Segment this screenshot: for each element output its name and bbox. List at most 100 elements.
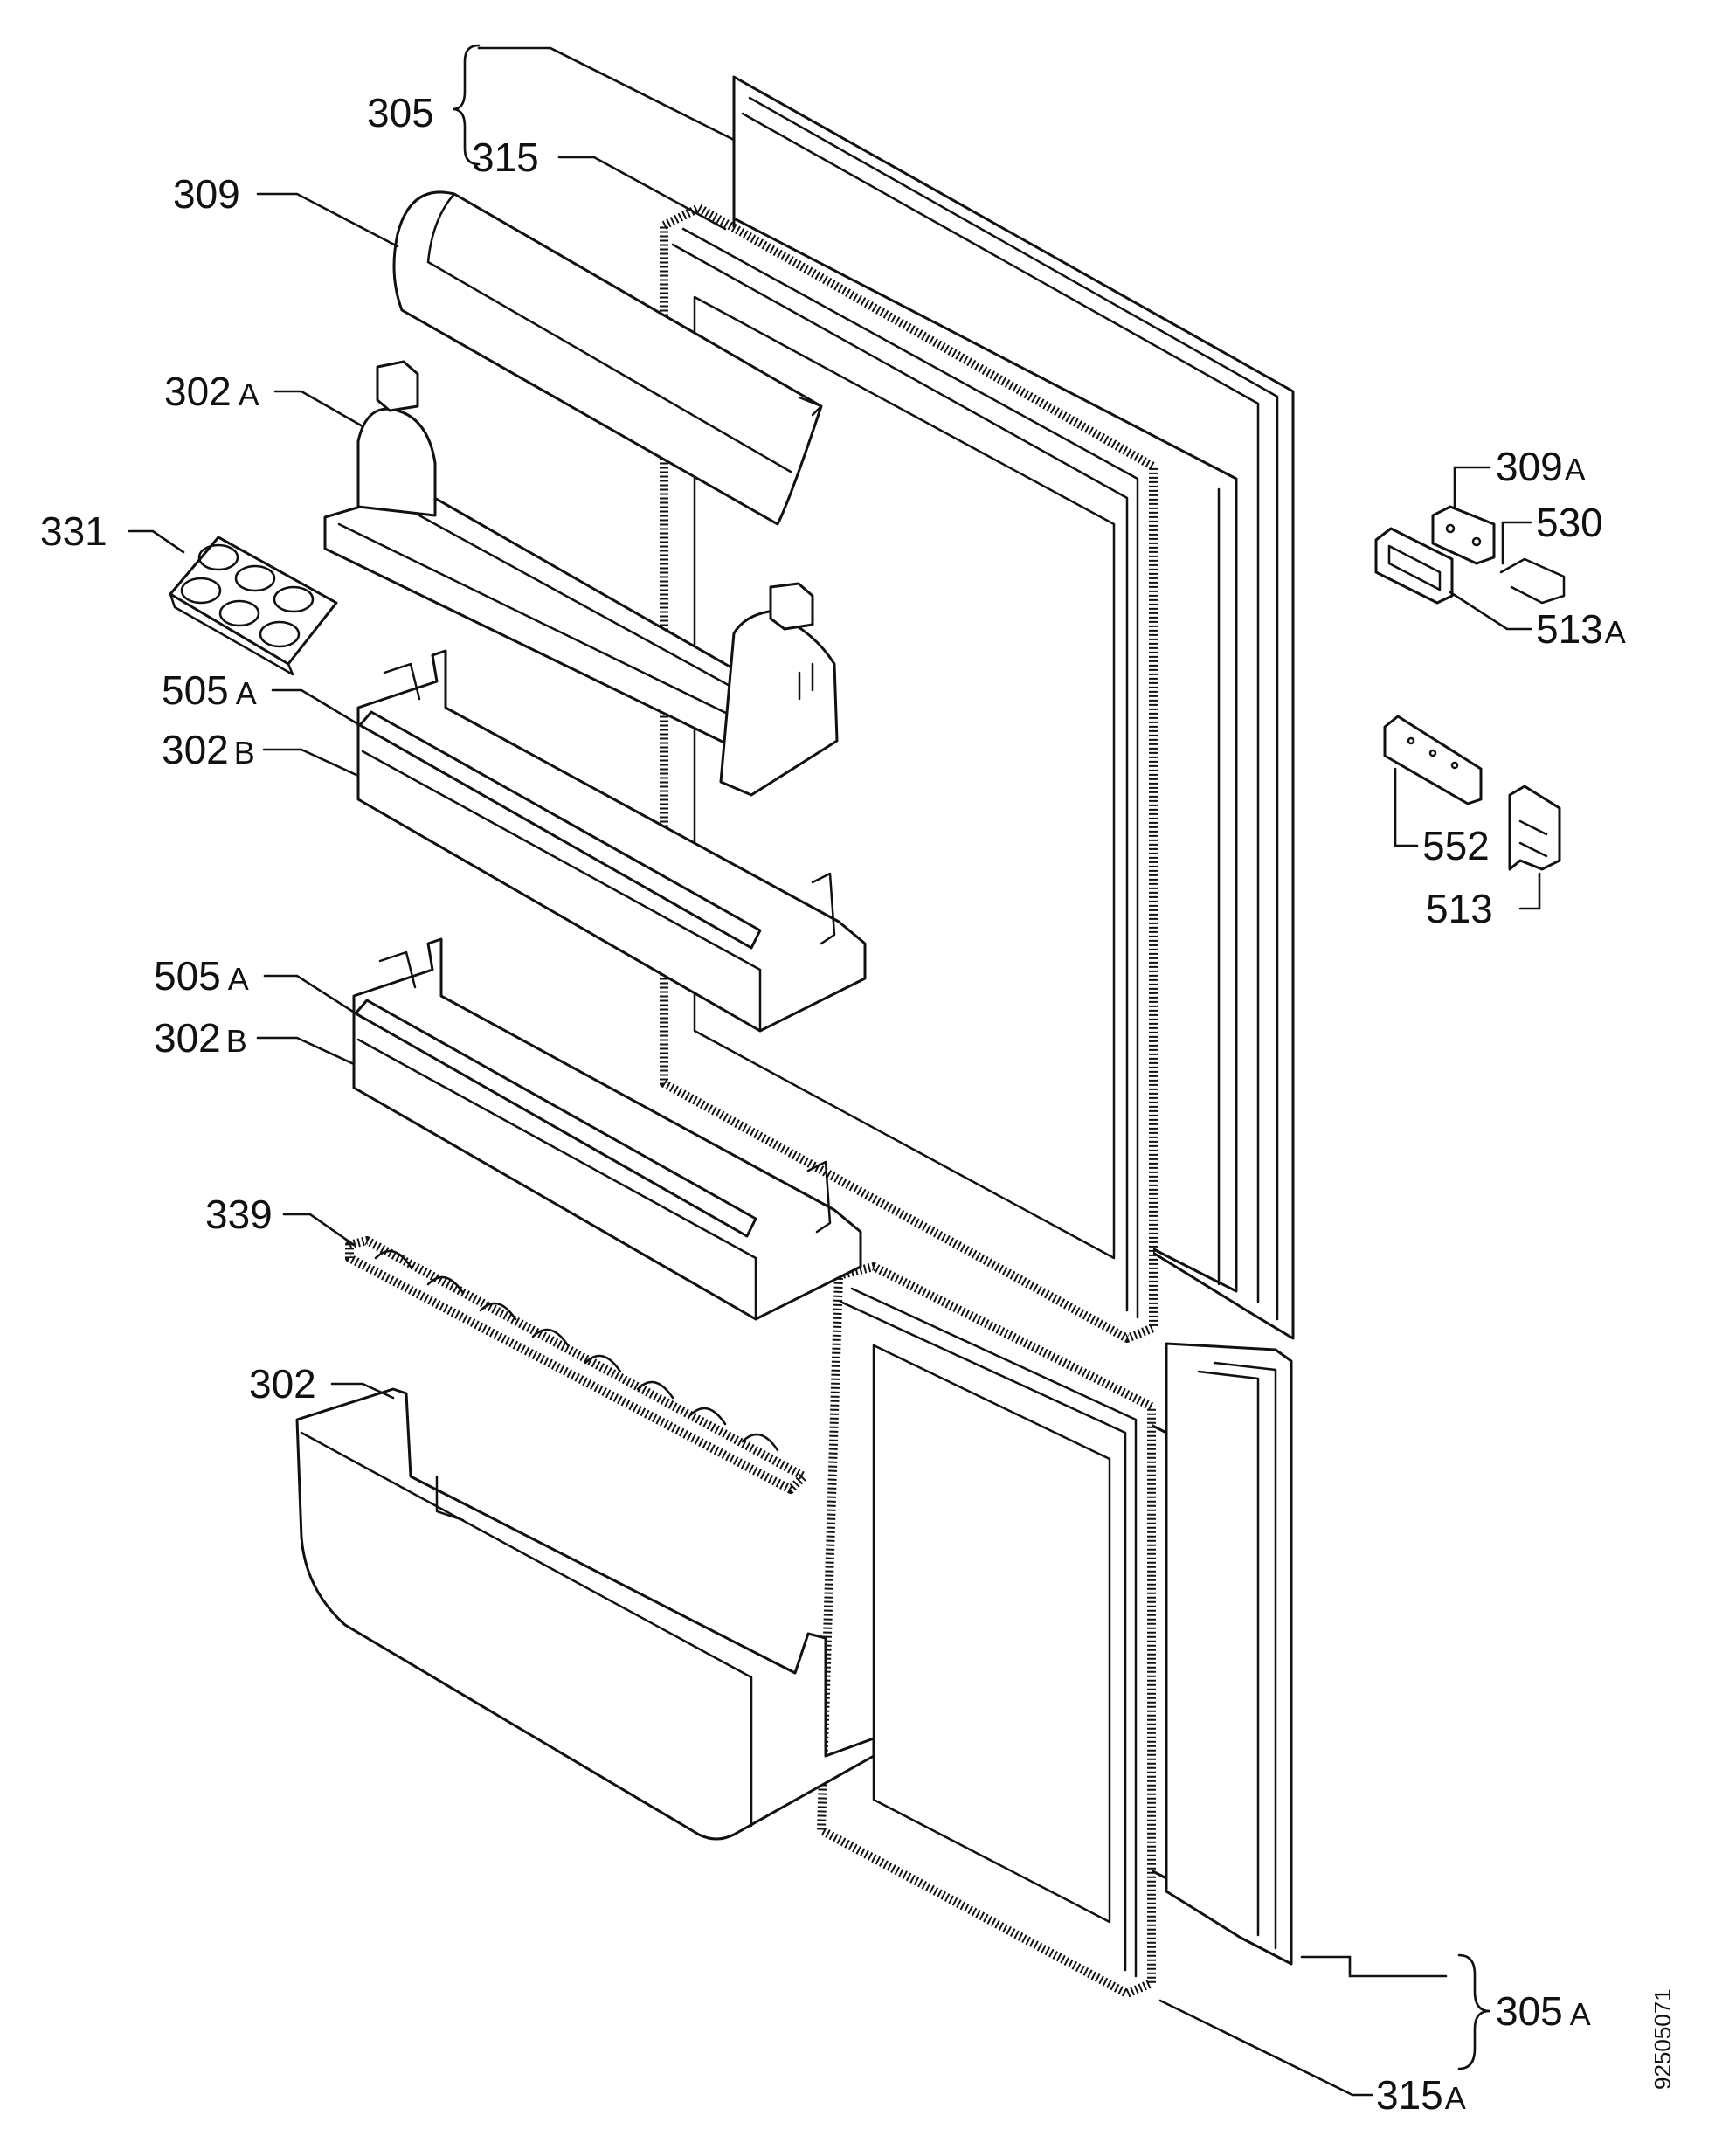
label-513a: 513A <box>1536 606 1626 652</box>
upper-gasket-opening <box>693 295 1116 1260</box>
egg-cup-6 <box>259 620 301 648</box>
leader-302b-lower <box>256 1036 356 1066</box>
label-315a: 315A <box>1376 2072 1466 2118</box>
label-331: 331 <box>40 508 107 554</box>
lower-gasket-opening <box>872 1344 1111 1924</box>
shelf-302b-lower-lines <box>356 950 757 1321</box>
egg-cup-1 <box>197 543 239 571</box>
bottle-rack-strip <box>345 1236 808 1494</box>
label-513: 513 <box>1426 886 1493 931</box>
egg-cup-2 <box>234 564 276 592</box>
hinge-513 <box>1508 785 1561 871</box>
cover-flap-tab <box>798 396 823 417</box>
label-315: 315 <box>472 135 539 180</box>
leader-339 <box>282 1213 356 1247</box>
leader-513 <box>1518 872 1541 910</box>
bottle-bin-inner-wall <box>435 1475 465 1522</box>
hinge-cover-513a-slot <box>1387 544 1442 591</box>
shelf-302b-upper-lines <box>361 662 762 1033</box>
brace-305 <box>452 44 481 166</box>
drawing-code: 92505071 <box>1650 1988 1676 2090</box>
leader-530 <box>1501 521 1532 565</box>
brace-305a <box>1457 1953 1490 2070</box>
label-339: 339 <box>205 1192 273 1237</box>
clip-530 <box>1499 557 1566 605</box>
egg-cup-3 <box>273 585 315 613</box>
shelf-302a-right-cap <box>769 582 814 631</box>
hinge-513-lines <box>1518 819 1548 858</box>
bracket-552-hole-3 <box>1450 761 1459 770</box>
leader-315 <box>557 156 727 231</box>
upper-door-liner-rim <box>1204 461 1238 1286</box>
lower-gasket-inner-lines <box>839 1287 1138 1978</box>
plate-309a-hole-1 <box>1445 523 1456 534</box>
leader-305a <box>1300 1955 1448 1978</box>
bottle-rack-339 <box>345 1236 808 1494</box>
cover-flap-curve <box>426 192 792 473</box>
egg-tray-edge <box>169 592 294 676</box>
lower-door-outer-panel <box>1165 1342 1293 1966</box>
bracket-552 <box>1383 715 1483 805</box>
cover-flap-body <box>392 190 823 526</box>
leader-552 <box>1394 767 1419 847</box>
hinge-cover-513a <box>1374 527 1454 605</box>
hinge-cover-513a-body <box>1374 527 1454 605</box>
bottle-bin-lip <box>300 1431 753 1828</box>
label-309a: 309A <box>1496 444 1586 489</box>
egg-cup-4 <box>180 577 222 605</box>
label-552: 552 <box>1422 823 1490 868</box>
bracket-552-hole-2 <box>1428 749 1437 757</box>
leader-302b-upper <box>262 748 360 778</box>
plate-309a <box>1431 505 1496 565</box>
plate-309a-hole-2 <box>1471 536 1482 547</box>
shelf-302a-left-cap <box>376 360 419 412</box>
label-309: 309 <box>173 171 240 217</box>
leader-331 <box>128 529 185 554</box>
shelf-302a-slots <box>798 662 814 701</box>
cover-flap-309 <box>392 190 823 526</box>
label-305: 305 <box>367 90 434 135</box>
egg-cup-5 <box>218 599 260 627</box>
upper-door-frame-line <box>741 112 1260 1303</box>
shelf-302a <box>323 360 839 797</box>
shelf-302b-lower-end <box>806 1160 832 1234</box>
egg-tray-body <box>169 536 338 666</box>
shelf-302a-left-pillar <box>356 407 437 517</box>
leader-513a <box>1449 591 1532 631</box>
lower-door-frame-lines <box>1197 1361 1277 1950</box>
leader-302a <box>273 390 364 428</box>
label-302: 302 <box>249 1361 316 1407</box>
leader-305 <box>477 46 736 142</box>
bracket-552-hole-1 <box>1407 736 1415 745</box>
leader-315a <box>1158 1999 1373 2097</box>
upper-door-edge-line <box>748 96 1279 1321</box>
leader-505a-upper <box>271 688 369 731</box>
bottle-bin-302 <box>295 1387 875 1841</box>
bottle-bin-body <box>295 1387 875 1841</box>
leader-309 <box>256 192 399 248</box>
shelf-302b-upper <box>356 649 867 1033</box>
bracket-552-body <box>1383 715 1483 805</box>
egg-tray-331 <box>169 536 338 676</box>
leader-505a-lower <box>263 974 364 1020</box>
leader-lines <box>128 44 1541 2097</box>
leader-302 <box>330 1382 395 1400</box>
leader-309a <box>1453 466 1491 510</box>
shelf-302b-lower <box>352 937 862 1321</box>
plate-309a-body <box>1431 505 1496 565</box>
lower-gasket-315a <box>817 1262 1156 1998</box>
shelf-302b-upper-end <box>811 872 836 945</box>
bottle-rack-loops <box>374 1249 779 1452</box>
bar-505a-upper <box>358 710 762 950</box>
label-530: 530 <box>1536 500 1603 545</box>
upper-gasket-inner-lines <box>671 227 1139 1319</box>
